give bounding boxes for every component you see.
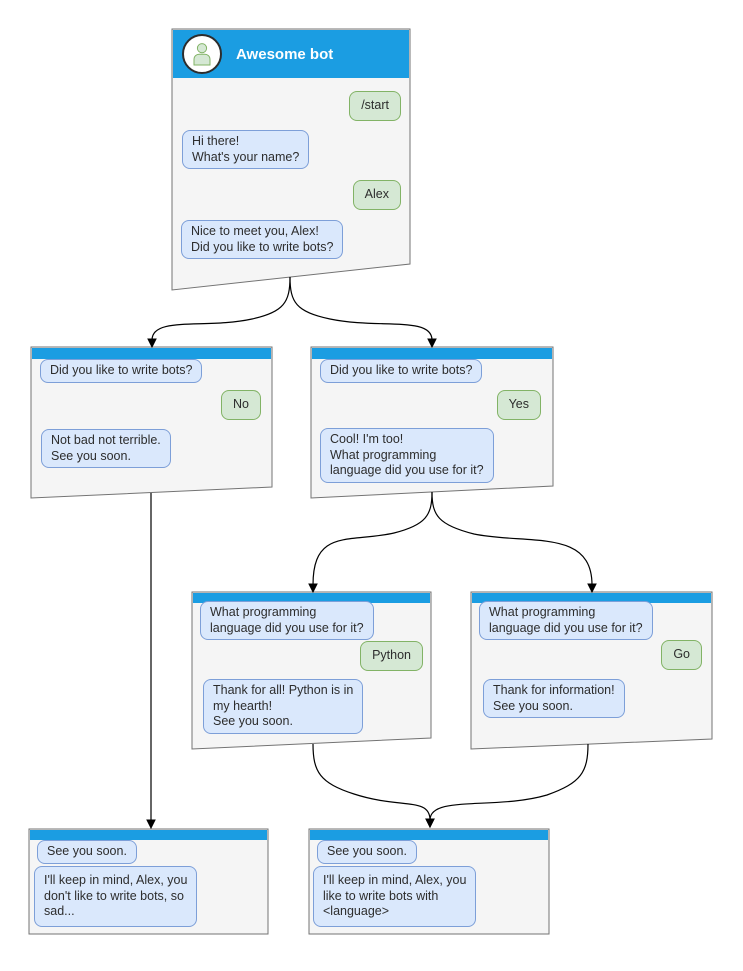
bot-message-bubble: Did you like to write bots? bbox=[320, 359, 483, 383]
bot-message-bubble: Nice to meet you, Alex! Did you like to … bbox=[181, 220, 344, 259]
bot-message-bubble: Hi there! What's your name? bbox=[182, 130, 310, 169]
bot-message-bubble: Not bad not terrible. See you soon. bbox=[41, 429, 171, 468]
arrow-yes-to-python bbox=[308, 491, 433, 594]
arrow-go-to-end-yes bbox=[425, 743, 589, 829]
user-message-bubble: Python bbox=[360, 641, 423, 671]
chat-window-header-end-no bbox=[30, 830, 267, 840]
avatar bbox=[182, 34, 222, 74]
bot-message-bubble: See you soon. bbox=[317, 840, 417, 864]
person-icon bbox=[193, 43, 211, 66]
bot-message-bubble: Thank for all! Python is in my hearth! S… bbox=[203, 679, 364, 734]
user-message-bubble: Go bbox=[661, 640, 702, 670]
user-message-bubble: Yes bbox=[496, 390, 541, 420]
user-message-bubble: /start bbox=[349, 91, 401, 121]
bot-message-bubble: I'll keep in mind, Alex, you don't like … bbox=[34, 866, 198, 927]
bot-message-bubble: Thank for information! See you soon. bbox=[483, 679, 625, 718]
arrow-main-to-yes bbox=[289, 276, 437, 349]
chat-window-header-yes bbox=[312, 348, 552, 359]
user-message-bubble: No bbox=[221, 390, 261, 420]
bot-message-bubble: Cool! I'm too! What programming language… bbox=[320, 428, 494, 483]
user-message-bubble: Alex bbox=[352, 180, 401, 210]
bot-title: Awesome bot bbox=[236, 45, 334, 63]
arrow-main-to-no bbox=[147, 276, 291, 349]
bot-message-bubble: What programming language did you use fo… bbox=[479, 601, 653, 640]
bot-message-bubble: See you soon. bbox=[37, 840, 137, 864]
arrow-yes-to-go bbox=[431, 491, 597, 594]
chat-window-header-end-yes bbox=[310, 830, 548, 840]
bot-message-bubble: I'll keep in mind, Alex, you like to wri… bbox=[313, 866, 477, 927]
bot-message-bubble: What programming language did you use fo… bbox=[200, 601, 374, 640]
chat-window-header-go bbox=[472, 593, 711, 603]
arrow-python-to-end-yes bbox=[312, 743, 435, 829]
bot-message-bubble: Did you like to write bots? bbox=[40, 359, 203, 383]
chat-window-header-main: Awesome bot bbox=[173, 30, 409, 78]
chat-window-header-no bbox=[32, 348, 271, 359]
chat-window-header-python bbox=[193, 593, 430, 603]
